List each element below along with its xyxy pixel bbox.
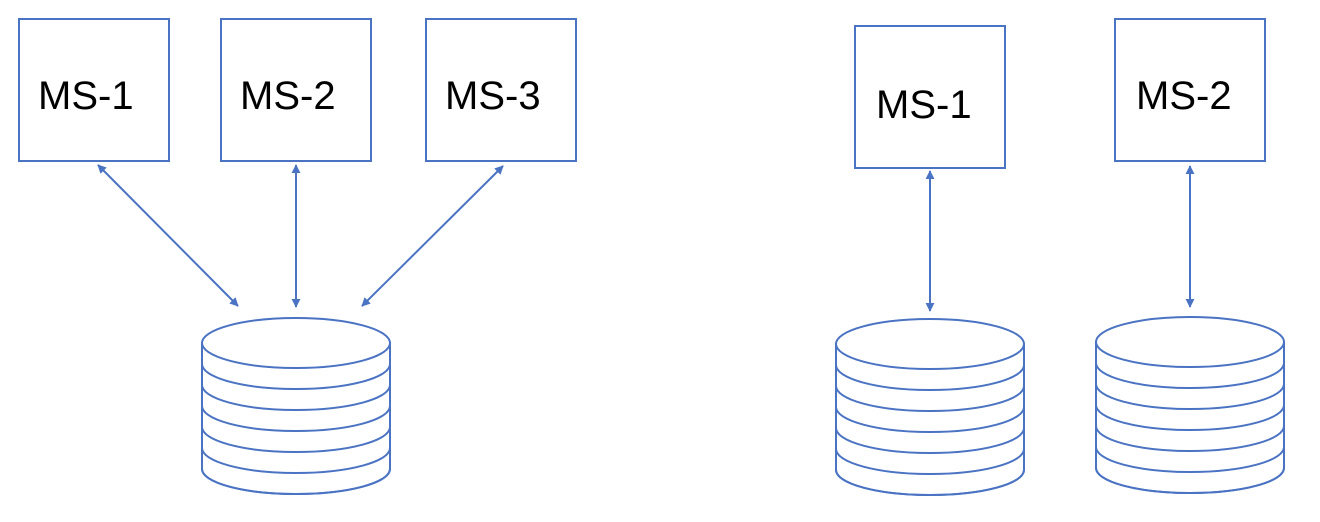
database-disk-band [835, 385, 1025, 412]
database-disk-band [835, 469, 1025, 496]
service-label: MS-1 [876, 83, 972, 127]
database-disk-band [1095, 467, 1285, 494]
database-icon [1095, 316, 1285, 494]
database-icon [201, 317, 391, 495]
service-box-ms-1-dedicated: MS-1 [854, 25, 1006, 169]
database-icon [835, 318, 1025, 496]
database-disk-band [201, 363, 391, 390]
database-disk-band [201, 426, 391, 453]
database-disk-band [1095, 404, 1285, 431]
database-disk-band [1095, 425, 1285, 452]
database-disk-band [835, 364, 1025, 391]
service-label: MS-2 [240, 74, 336, 118]
database-disk-band [201, 384, 391, 411]
database-disk-band [835, 448, 1025, 475]
database-disk-band [201, 447, 391, 474]
database-disk-band [1095, 383, 1285, 410]
database-disk-band [1095, 446, 1285, 473]
service-box-ms-2-dedicated: MS-2 [1114, 18, 1266, 162]
bidirectional-connector-ms3-db-shared [361, 165, 504, 307]
service-box-ms-1-shared: MS-1 [18, 18, 170, 162]
database-top [1095, 316, 1285, 368]
bidirectional-connector-ms1-db-shared [97, 164, 239, 307]
database-disk-band [201, 468, 391, 495]
database-disk-band [835, 406, 1025, 433]
database-top [201, 317, 391, 369]
service-box-ms-2-shared: MS-2 [220, 18, 372, 162]
database-disk-band [1095, 362, 1285, 389]
service-label: MS-2 [1136, 74, 1232, 118]
service-label: MS-3 [445, 74, 541, 118]
database-top [835, 318, 1025, 370]
database-disk-band [201, 405, 391, 432]
database-disk-band [835, 427, 1025, 454]
service-label: MS-1 [38, 74, 134, 118]
service-box-ms-3-shared: MS-3 [425, 18, 577, 162]
